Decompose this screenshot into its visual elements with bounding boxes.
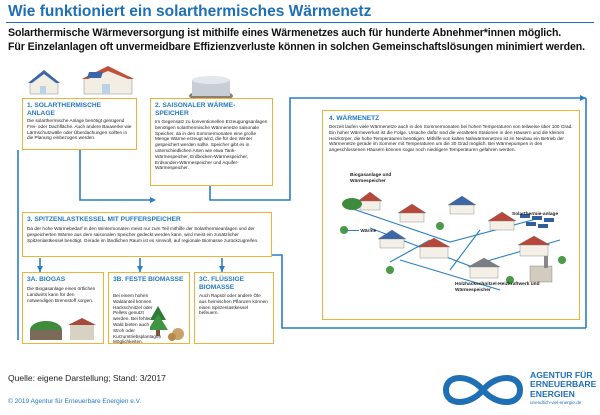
label-solar-plant: Solarthermie-anlage — [512, 212, 559, 217]
label-heat-legend: Wärme — [345, 229, 376, 235]
heat-network-illustration — [340, 191, 566, 291]
logo-line-2: ERNEUERBARE — [530, 379, 597, 390]
step-4-heat-network-box: 4. WÄRMENETZ Derzeit laufen viele Wärmen… — [322, 110, 580, 320]
source-note: Quelle: eigene Darstellung; Stand: 3/201… — [8, 373, 166, 383]
label-heat: Wärme — [360, 229, 377, 234]
step-3-heading: 3. SPITZENLASTKESSEL MIT PUFFERSPEICHER — [27, 216, 181, 223]
step-2-text: Im Gegensatz zu konventionellen Erzeugun… — [155, 119, 268, 171]
step-4-heading: 4. WÄRMENETZ — [329, 115, 380, 122]
subtitle-line-1: Solarthermische Wärmeversorgung ist mith… — [8, 27, 562, 39]
arrow-head — [37, 266, 43, 272]
label-woodchip-plant: Holzhackschnitzel-Heizkraftwerk und Wärm… — [455, 282, 540, 293]
step-3-text: Da der hohe Wärmebedarf in den Wintermon… — [27, 226, 259, 243]
logo-wordmark: AGENTUR FÜR ERNEUERBARE ENERGIEN — [530, 370, 597, 399]
step-1-heading: 1. SOLARTHERMISCHE ANLAGE — [27, 102, 102, 117]
step-3b-text: Bei einem hohen Waldanteil können Hacksc… — [113, 293, 162, 345]
step-3c-heading: 3C. FLÜSSIGE BIOMASSE — [199, 276, 245, 291]
step-2-storage-box: 2. SAISONALER WÄRME-SPEICHER Im Gegensat… — [150, 98, 273, 186]
step-1-text: Die solarthermische Anlage benötigt genü… — [27, 118, 132, 141]
arrow-head — [150, 197, 156, 203]
step-3a-text: Die Biogasanlage eines örtlichen Landwir… — [27, 286, 96, 303]
copyright-note: © 2019 Agentur für Erneuerbare Energien … — [8, 398, 142, 405]
page-title: Wie funktioniert ein solarthermisches Wä… — [8, 3, 372, 20]
logo-line-1: AGENTUR FÜR — [530, 370, 593, 380]
arrow-head — [580, 95, 586, 101]
subtitle-line-2: Für Einzelanlagen oft unvermeidbare Effi… — [8, 41, 585, 53]
solid-biomass-illustration — [150, 306, 184, 341]
arrow-head — [137, 266, 143, 272]
infinity-logo-icon — [442, 375, 524, 405]
arrow-head — [219, 266, 225, 272]
logo-url: unendlich-viel-energie.de — [530, 400, 582, 405]
step-3c-text: Auch Rapsöl oder andere Öle aus heimisch… — [199, 293, 268, 316]
logo-line-3: ENERGIEN — [530, 388, 575, 399]
pipe-2-to-4 — [209, 97, 586, 201]
biogas-illustration — [30, 318, 96, 340]
title-divider — [6, 22, 594, 23]
step-3-peak-boiler-box: 3. SPITZENLASTKESSEL MIT PUFFERSPEICHER … — [22, 212, 272, 257]
step-3a-heading: 3A. BIOGAS — [27, 276, 66, 283]
pipe-3-to-4 — [272, 254, 586, 329]
step-1-solar-box: 1. SOLARTHERMISCHE ANLAGE Die solartherm… — [22, 98, 137, 150]
pipe-1-to-3 — [79, 150, 150, 201]
step-3c-liquid-biomass-box: 3C. FLÜSSIGE BIOMASSE Auch Rapsöl oder a… — [194, 272, 274, 344]
step-3b-heading: 3B. FESTE BIOMASSE — [113, 276, 184, 283]
label-biogas-storage: Biogasanlage und Wärmespeicher — [350, 173, 392, 184]
step-2-heading: 2. SAISONALER WÄRME-SPEICHER — [155, 102, 236, 117]
solar-roof-illustration — [28, 66, 134, 95]
legend-line — [345, 229, 359, 232]
step-4-text: Derzeit laufen viele Wärmenetze auch in … — [329, 124, 573, 153]
